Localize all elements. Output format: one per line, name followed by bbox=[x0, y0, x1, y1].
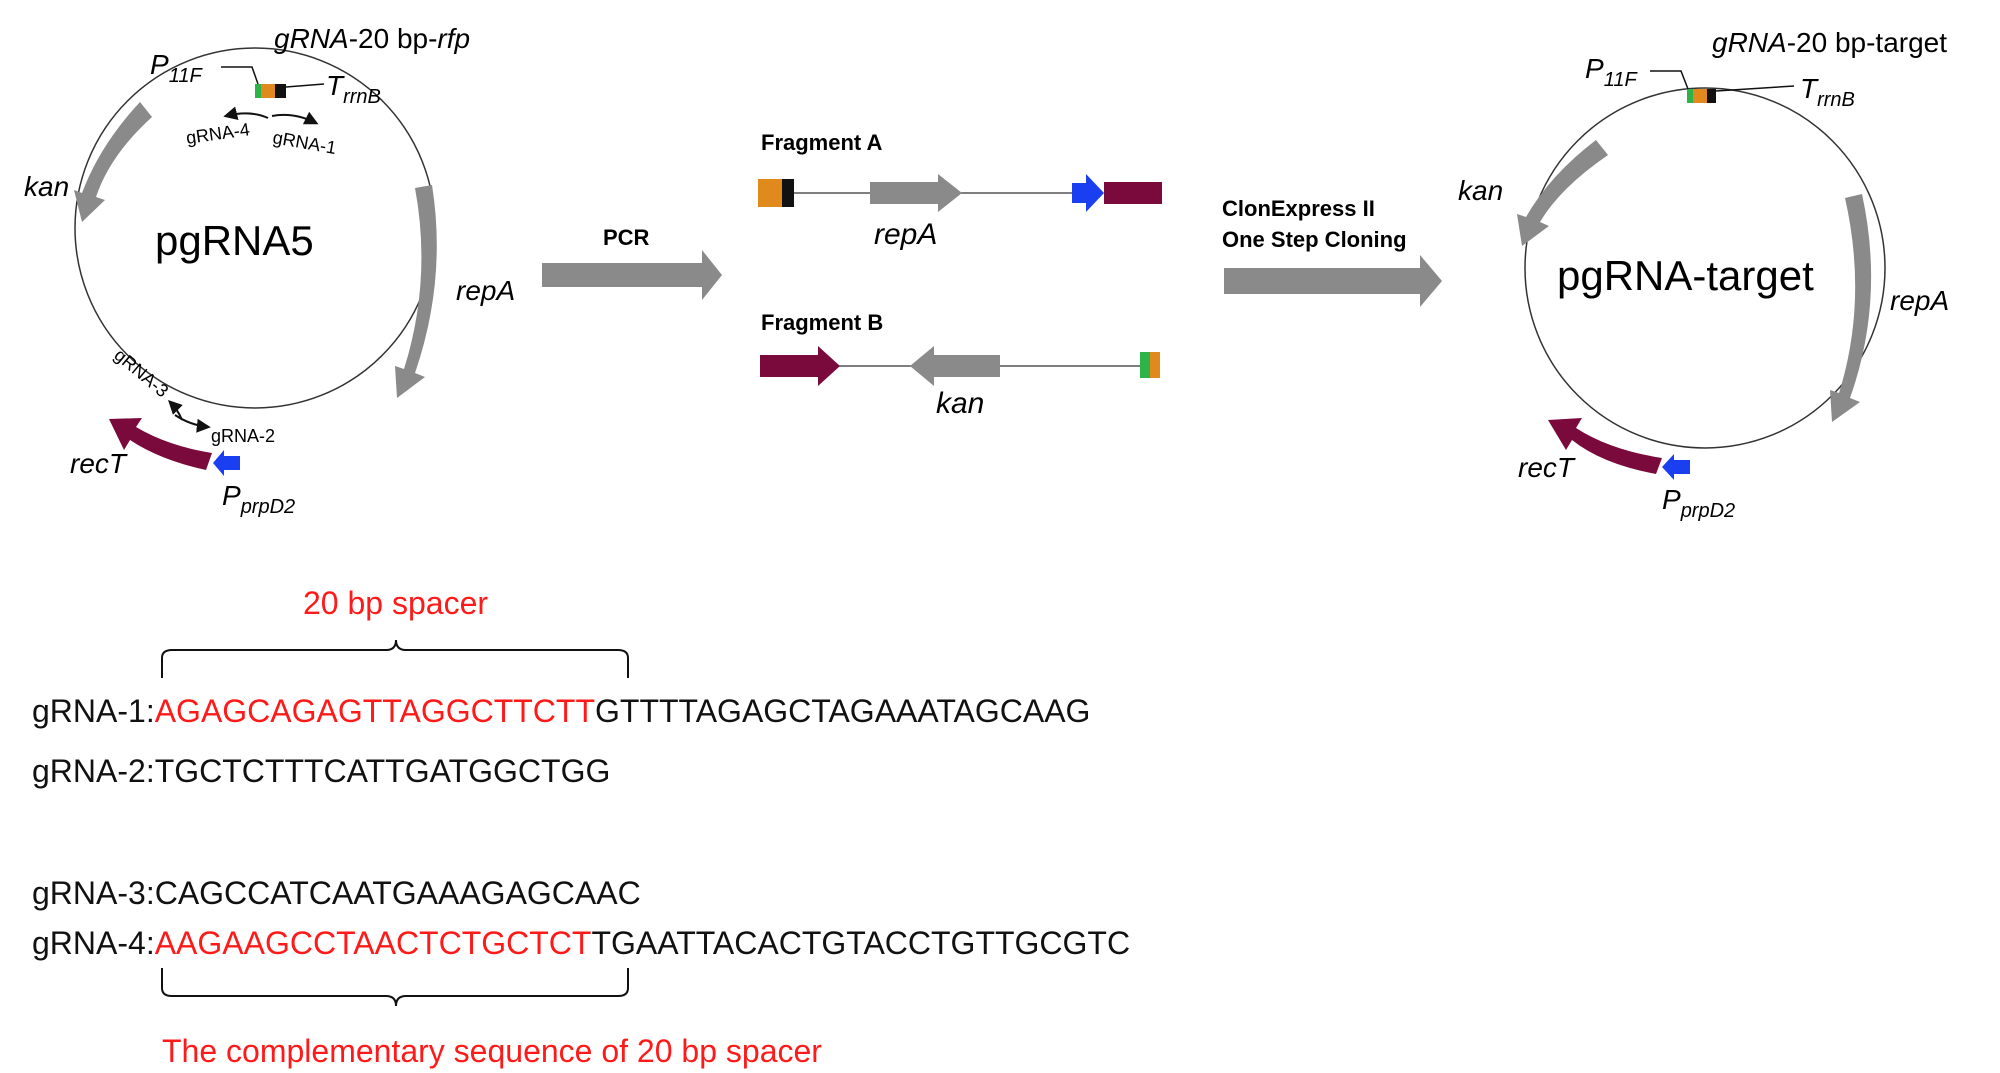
fragment-a-orange-block bbox=[758, 179, 782, 207]
fragment-b-maroon-arrow bbox=[760, 346, 840, 386]
plasmid-name-pgrna-target: pgRNA-target bbox=[1557, 252, 1814, 299]
grna4-label: gRNA-4 bbox=[185, 119, 251, 148]
grna1-spacer: AGAGCAGAGTTAGGCTTCTT bbox=[155, 693, 595, 729]
cloning-line1: ClonExpress II bbox=[1222, 196, 1375, 221]
p11f-label: P11F bbox=[1585, 53, 1638, 91]
sequence-row-grna2: gRNA-2:TGCTCTTTCATTGATGGCTGG bbox=[32, 753, 610, 789]
trrnb-terminator-block bbox=[275, 84, 286, 98]
trrnb-label: TrrnB bbox=[1800, 73, 1855, 111]
fragment-a: Fragment A repA bbox=[758, 130, 1162, 251]
grna-cassette-label: gRNA-20 bp-rfp bbox=[274, 23, 470, 54]
kan-label: kan bbox=[1458, 175, 1503, 206]
pprpd2-label: PprpD2 bbox=[222, 480, 295, 518]
grna-cassette-label: gRNA-20 bp-target bbox=[1712, 27, 1947, 58]
kan-label: kan bbox=[24, 171, 69, 202]
fragment-a-repa-arrow bbox=[870, 174, 962, 212]
grna4-spacer: AAGAAGCCTAACTCTGCTCT bbox=[155, 925, 592, 961]
plasmid-backbone-circle bbox=[1524, 87, 1886, 449]
fragment-b-orange-block bbox=[1150, 352, 1160, 378]
pcr-arrow bbox=[542, 250, 722, 300]
pcr-label: PCR bbox=[603, 225, 650, 250]
fragment-b: Fragment B kan bbox=[760, 310, 1160, 420]
sequence-row-grna4: gRNA-4:AAGAAGCCTAACTCTGCTCTTGAATTACACTGT… bbox=[32, 925, 1130, 961]
repa-label: repA bbox=[456, 275, 515, 306]
grna2-sequence: TGCTCTTTCATTGATGGCTGG bbox=[155, 753, 611, 789]
fragment-a-black-block bbox=[782, 179, 794, 207]
fragment-b-kan-arrow bbox=[910, 346, 1000, 386]
fragment-a-blue-arrow bbox=[1072, 174, 1104, 212]
grna1-label: gRNA-1: bbox=[32, 693, 155, 729]
grna4-rest: TGAATTACACTGTACCTGTTGCGTC bbox=[591, 925, 1130, 961]
fragment-b-title: Fragment B bbox=[761, 310, 883, 335]
rect-gene-arrow bbox=[1548, 418, 1662, 474]
grna3-label: gRNA-3: bbox=[32, 875, 155, 911]
sequence-row-grna1: gRNA-1:AGAGCAGAGTTAGGCTTCTTGTTTTAGAGCTAG… bbox=[32, 693, 1090, 729]
pcr-step: PCR bbox=[542, 225, 722, 300]
grna4-label: gRNA-4: bbox=[32, 925, 155, 961]
spacer-label: 20 bp spacer bbox=[303, 585, 488, 621]
pprpd2-promoter-arrow bbox=[1662, 454, 1690, 480]
right-plasmid-map: P11F gRNA-20 bp-target TrrnB kan pgRNA-t… bbox=[1458, 27, 1949, 522]
grna3-label: gRNA-3 bbox=[110, 345, 172, 401]
fragment-a-title: Fragment A bbox=[761, 130, 883, 155]
grna-spacer-rfp-block bbox=[261, 84, 275, 98]
cloning-step: ClonExpress II One Step Cloning bbox=[1222, 196, 1442, 307]
kan-gene-arrow bbox=[74, 102, 152, 222]
spacer-brace-top bbox=[161, 639, 629, 678]
repa-label: repA bbox=[1890, 285, 1949, 316]
p11f-leader-line bbox=[1650, 70, 1689, 90]
fragment-b-gene-label: kan bbox=[936, 387, 984, 420]
grna2-label: gRNA-2: bbox=[32, 753, 155, 789]
grna1-label: gRNA-1 bbox=[271, 127, 338, 158]
fragment-b-green-block bbox=[1140, 352, 1150, 378]
repa-gene-arrow bbox=[1830, 194, 1872, 422]
grna1-rest: GTTTTAGAGCTAGAAATAGCAAG bbox=[595, 693, 1090, 729]
grna1-primer-arrow bbox=[271, 111, 319, 125]
p11f-promoter-block bbox=[1687, 89, 1693, 103]
trrnb-terminator-block bbox=[1707, 89, 1716, 103]
grna2-label: gRNA-2 bbox=[211, 426, 275, 446]
grna2-primer-arrow bbox=[174, 414, 211, 433]
grna3-sequence: CAGCCATCAATGAAAGAGCAAC bbox=[155, 875, 641, 911]
grna4-primer-arrow bbox=[223, 106, 269, 121]
repa-gene-arrow bbox=[395, 185, 437, 398]
complement-brace-bottom bbox=[161, 968, 629, 1007]
rect-gene-arrow bbox=[109, 418, 212, 470]
trrnb-leader-line bbox=[285, 83, 325, 88]
pprpd2-label: PprpD2 bbox=[1662, 484, 1735, 522]
p11f-label: P11F bbox=[150, 49, 203, 87]
fragment-a-gene-label: repA bbox=[874, 218, 937, 251]
rect-label: recT bbox=[70, 448, 128, 479]
kan-gene-arrow bbox=[1517, 140, 1608, 246]
complement-label: The complementary sequence of 20 bp spac… bbox=[162, 1033, 822, 1069]
p11f-leader-line bbox=[221, 66, 259, 85]
rect-label: recT bbox=[1518, 452, 1576, 483]
trrnb-label: TrrnB bbox=[326, 70, 381, 108]
grna-spacer-target-block bbox=[1693, 89, 1707, 103]
trrnb-leader-line bbox=[1715, 85, 1795, 92]
plasmid-name-pgrna5: pgRNA5 bbox=[155, 217, 314, 264]
pprpd2-promoter-arrow bbox=[213, 450, 240, 476]
fragment-a-maroon-block bbox=[1104, 182, 1162, 204]
left-plasmid-map: P11F gRNA-20 bp-rfp TrrnB gRNA-4 gRNA-1 … bbox=[24, 23, 515, 518]
p11f-promoter-block bbox=[255, 84, 261, 98]
sequence-section: 20 bp spacer gRNA-1:AGAGCAGAGTTAGGCTTCTT… bbox=[32, 585, 1130, 1069]
cloning-line2: One Step Cloning bbox=[1222, 227, 1407, 252]
sequence-row-grna3: gRNA-3:CAGCCATCAATGAAAGAGCAAC bbox=[32, 875, 641, 911]
cloning-arrow bbox=[1224, 255, 1442, 307]
